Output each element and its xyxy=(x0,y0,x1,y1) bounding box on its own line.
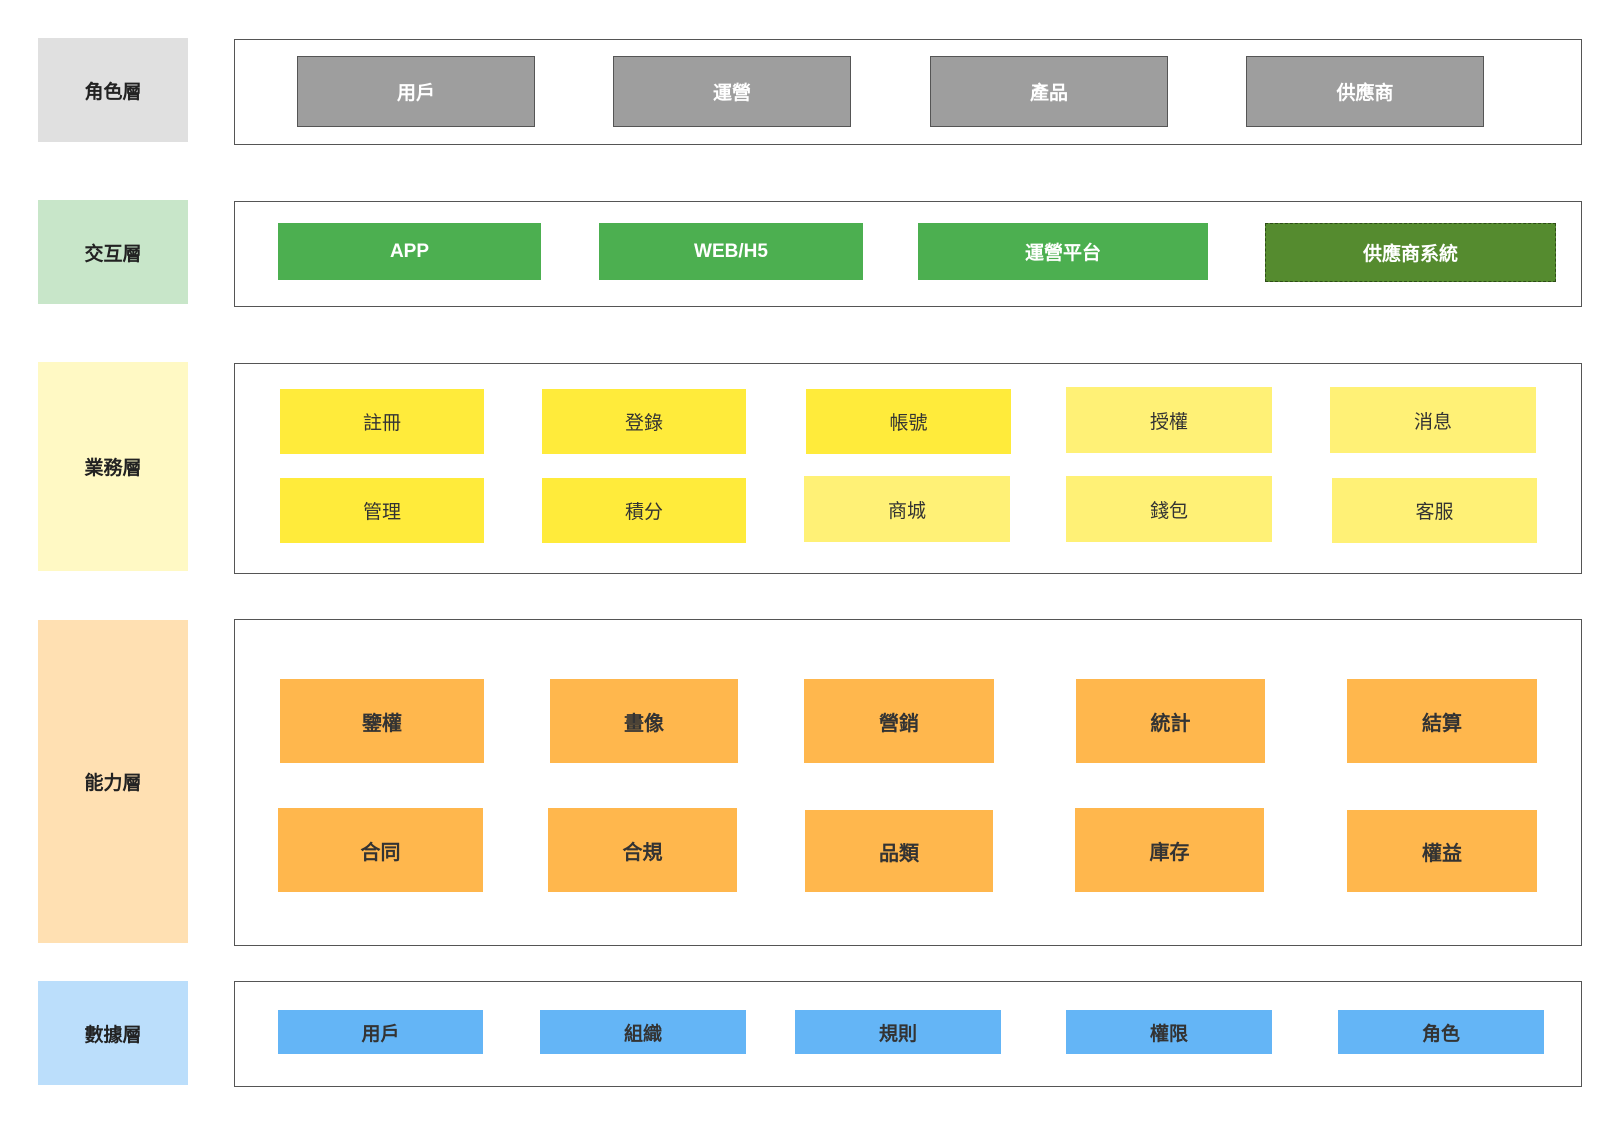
business-box-points: 積分 xyxy=(542,478,746,543)
data-box-permission: 權限 xyxy=(1066,1010,1272,1054)
capability-box-profile: 畫像 xyxy=(550,679,738,763)
interaction-box-supplier-system: 供應商系統 xyxy=(1265,223,1556,282)
capability-box-inventory: 庫存 xyxy=(1075,808,1264,892)
capability-layer-label: 能力層 xyxy=(38,620,188,943)
capability-box-contract: 合同 xyxy=(278,808,483,892)
capability-box-settlement: 結算 xyxy=(1347,679,1537,763)
capability-box-benefits: 權益 xyxy=(1347,810,1537,892)
interaction-box-app: APP xyxy=(278,223,541,280)
interaction-layer-frame xyxy=(234,201,1582,307)
data-box-organization: 組織 xyxy=(540,1010,746,1054)
interaction-box-ops-platform: 運營平台 xyxy=(918,223,1208,280)
role-layer-frame xyxy=(234,39,1582,145)
business-layer-label: 業務層 xyxy=(38,362,188,571)
data-layer-label: 數據層 xyxy=(38,981,188,1085)
capability-box-category: 品類 xyxy=(805,810,993,892)
capability-box-statistics: 統計 xyxy=(1076,679,1265,763)
capability-box-compliance: 合規 xyxy=(548,808,737,892)
business-box-register: 註冊 xyxy=(280,389,484,454)
role-box-product: 產品 xyxy=(930,56,1168,127)
role-box-supplier: 供應商 xyxy=(1246,56,1484,127)
data-layer-frame xyxy=(234,981,1582,1087)
capability-box-authentication: 鑒權 xyxy=(280,679,484,763)
capability-box-marketing: 營銷 xyxy=(804,679,994,763)
data-box-role: 角色 xyxy=(1338,1010,1544,1054)
business-box-authorize: 授權 xyxy=(1066,387,1272,453)
data-box-rule: 規則 xyxy=(795,1010,1001,1054)
business-box-mall: 商城 xyxy=(804,476,1010,542)
capability-layer-frame xyxy=(234,619,1582,946)
interaction-box-web-h5: WEB/H5 xyxy=(599,223,863,280)
business-box-customer-service: 客服 xyxy=(1332,478,1537,543)
interaction-layer-label: 交互層 xyxy=(38,200,188,304)
role-box-operations: 運營 xyxy=(613,56,851,127)
role-box-user: 用戶 xyxy=(297,56,535,127)
role-layer-label: 角色層 xyxy=(38,38,188,142)
business-layer-frame xyxy=(234,363,1582,574)
business-box-account: 帳號 xyxy=(806,389,1011,454)
business-box-manage: 管理 xyxy=(280,478,484,543)
business-box-wallet: 錢包 xyxy=(1066,476,1272,542)
business-box-message: 消息 xyxy=(1330,387,1536,453)
business-box-login: 登錄 xyxy=(542,389,746,454)
data-box-user: 用戶 xyxy=(278,1010,483,1054)
